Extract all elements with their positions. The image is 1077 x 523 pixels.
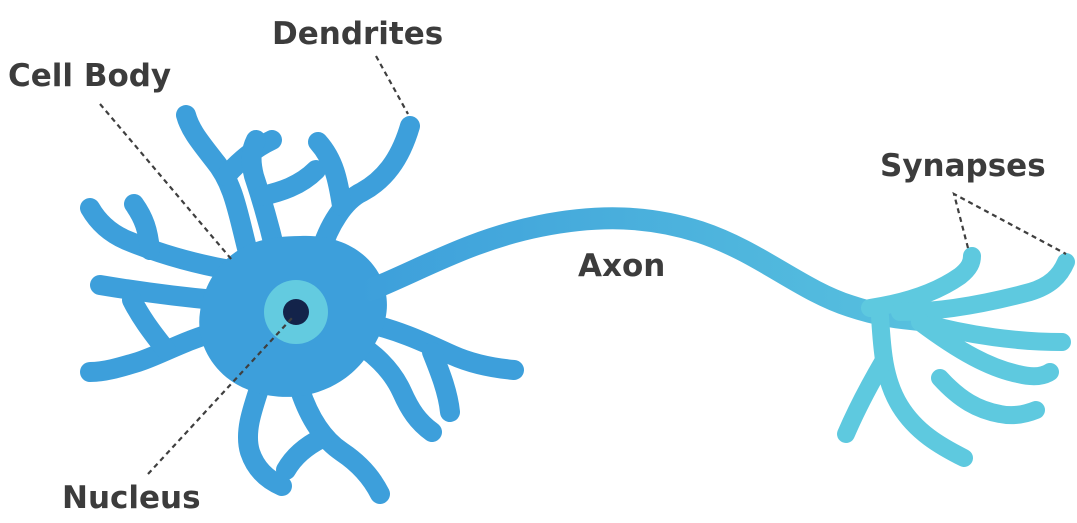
axon-terminals [846,256,1066,458]
dendrite-top-center-branch [262,170,316,196]
dendrite-bottom-center-branch [286,438,322,470]
leader-synapses [954,194,1066,254]
dendrite-left-upper [90,208,230,270]
label-synapses: Synapses [880,148,1046,184]
terminal-low-2 [846,360,884,434]
label-dendrites: Dendrites [272,16,443,52]
leader-dendrites [376,56,408,114]
nucleus-core [283,299,309,325]
label-cell-body: Cell Body [8,58,171,94]
label-nucleus: Nucleus [62,480,201,516]
dendrite-left-mid [100,285,215,300]
dendrite-top-left [186,115,250,260]
dendrite-left-lower-branch [132,300,166,350]
label-axon: Axon [578,248,665,284]
